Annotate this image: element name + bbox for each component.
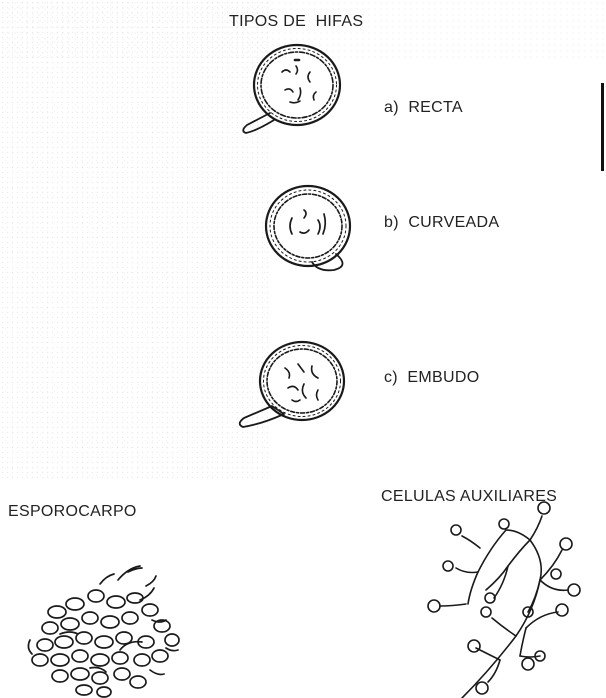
- spore-curveada: [266, 186, 350, 270]
- esporocarpo-cluster: [28, 566, 179, 697]
- spore-recta: [243, 45, 340, 133]
- spore-embudo: [240, 342, 344, 427]
- celulas-auxiliares-branch: [428, 502, 580, 698]
